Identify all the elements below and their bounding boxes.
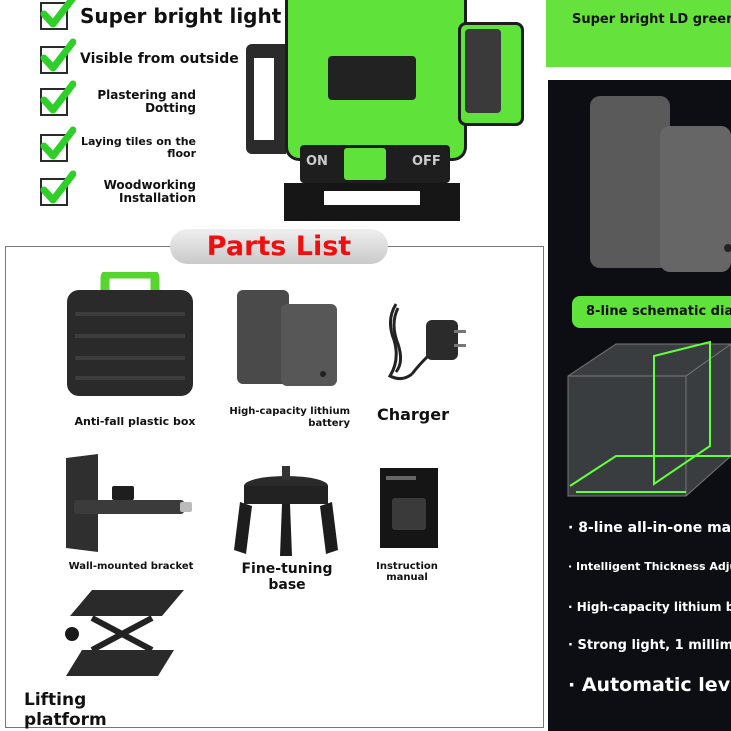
- feature-bullet: · 8-line all-in-one ma: [568, 520, 731, 536]
- feature-label-line2: Dotting: [145, 101, 196, 115]
- feature-label: Super bright light: [80, 3, 282, 28]
- part-label-base: Fine-tuning base: [241, 561, 333, 593]
- laser-level-device: [285, 0, 467, 161]
- feature-label-line1: Woodworking: [103, 177, 196, 192]
- feature-label: Laying tiles on the floor: [68, 134, 196, 161]
- feature-label: Woodworking Installation: [68, 177, 196, 206]
- feature-bullet: · Automatic leve: [568, 674, 731, 696]
- switch-knob: [344, 148, 386, 180]
- part-label-box: Anti-fall plastic box: [74, 415, 196, 428]
- feature-item: Woodworking Installation: [40, 170, 196, 206]
- checkmark-icon: [40, 80, 76, 116]
- feature-label: Visible from outside: [80, 51, 239, 68]
- feature-bullet: · High-capacity lithium ba: [568, 600, 731, 614]
- lifting-platform-image: [65, 590, 184, 676]
- feature-bullet: · Strong light, 1 millime: [568, 638, 731, 653]
- diagram-label: 8-line schematic diag: [586, 304, 731, 319]
- device-handle: [246, 44, 286, 154]
- charger-image: [387, 303, 466, 381]
- feature-item: Laying tiles on the floor: [40, 126, 196, 162]
- part-label-bracket: Wall-mounted bracket: [68, 561, 194, 572]
- device-battery-side: [458, 22, 524, 126]
- battery-label-line1: High-capacity lithium: [229, 406, 350, 417]
- switch-on-label: ON: [306, 154, 328, 169]
- feature-label: Plastering and Dotting: [68, 87, 196, 116]
- feature-label-line2: Installation: [119, 191, 196, 205]
- battery-image: [237, 290, 337, 386]
- feature-label-line2: floor: [167, 147, 196, 160]
- power-switch: ON OFF: [300, 145, 450, 183]
- checkmark-icon: [40, 0, 76, 30]
- right-top-banner: Super bright LD green: [546, 0, 731, 67]
- feature-label-line1: Laying tiles on the: [81, 134, 196, 148]
- checkmark-icon: [40, 170, 76, 206]
- checkmark-icon: [40, 38, 76, 74]
- battery-label-line2: battery: [308, 417, 350, 429]
- right-battery-image: [590, 96, 731, 272]
- part-label-battery: High-capacity lithium battery: [220, 406, 350, 429]
- part-label-platform: Lifting platform: [24, 690, 107, 730]
- device-window: [328, 56, 416, 100]
- plastic-box-image: [67, 272, 193, 396]
- feature-label-line1: Plastering and: [97, 87, 196, 102]
- feature-bullet: · Intelligent Thickness Adju: [568, 560, 731, 573]
- feature-item: Super bright light: [40, 0, 282, 30]
- diagram-label-pill: 8-line schematic diag: [572, 296, 731, 328]
- right-top-banner-text: Super bright LD green: [572, 12, 731, 27]
- schematic-diagram: [567, 340, 731, 497]
- part-label-manual: Instruction manual: [376, 561, 438, 583]
- switch-off-label: OFF: [412, 154, 441, 169]
- checkmark-icon: [40, 126, 76, 162]
- device-base: [284, 183, 460, 221]
- fine-tuning-base-image: [234, 466, 338, 556]
- feature-item: Plastering and Dotting: [40, 80, 196, 116]
- wall-bracket-image: [66, 454, 192, 552]
- part-label-charger: Charger: [376, 405, 449, 424]
- manual-image: [380, 468, 438, 548]
- feature-item: Visible from outside: [40, 38, 239, 74]
- parts-title-banner: Parts List: [170, 229, 388, 264]
- parts-title: Parts List: [206, 231, 352, 262]
